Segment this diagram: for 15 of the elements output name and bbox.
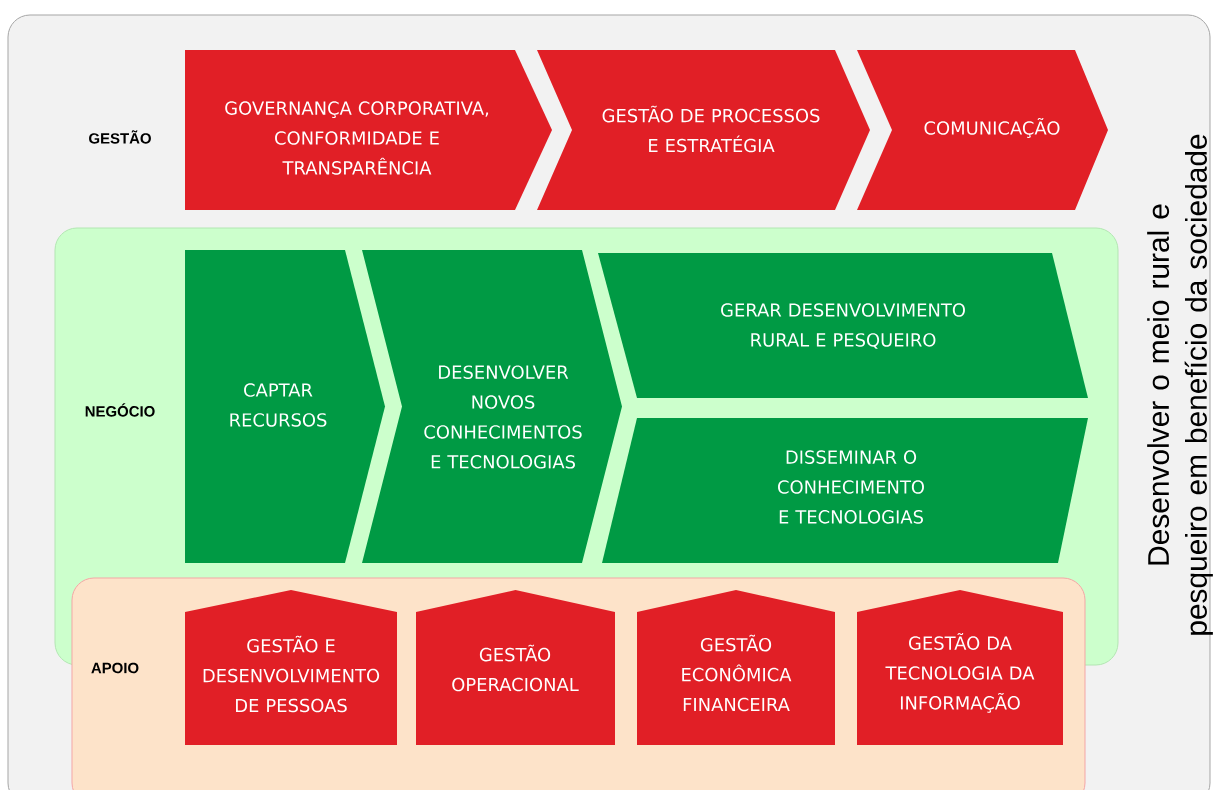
support-block: GESTÃO DA TECNOLOGIA DA INFORMAÇÃO [857,590,1063,745]
process-step: CAPTAR RECURSOS [185,250,385,563]
node-label: GERAR DESENVOLVIMENTO RURAL E PESQUEIRO [721,303,965,349]
node-label: CAPTAR RECURSOS [230,383,327,427]
support-block: GESTÃO ECONÔMICA FINANCEIRA [637,590,835,745]
process-step: DISSEMINAR O CONHECIMENTO E TECNOLOGIAS [602,418,1088,563]
process-step: DESENVOLVER NOVOS CONHECIMENTOS E TECNOLOGIAS [362,250,622,563]
process-step: GESTÃO DE PROCESSOS E ESTRATÉGIA [537,50,870,210]
process-step: GERAR DESENVOLVIMENTO RURAL E PESQUEIRO [598,253,1088,398]
row-label: GESTÃO [89,130,151,144]
process-step: GOVERNANÇA CORPORATIVA, CONFORMIDADE E TRANSPARÊNCIA [185,50,552,210]
support-block: GESTÃO OPERACIONAL [416,590,615,745]
node-label: DESENVOLVER NOVOS CONHECIMENTOS E TECNOLOGIAS [424,365,582,469]
support-block: GESTÃO E DESENVOLVIMENTO DE PESSOAS [185,590,397,745]
process-step: COMUNICAÇÃO [857,50,1108,210]
